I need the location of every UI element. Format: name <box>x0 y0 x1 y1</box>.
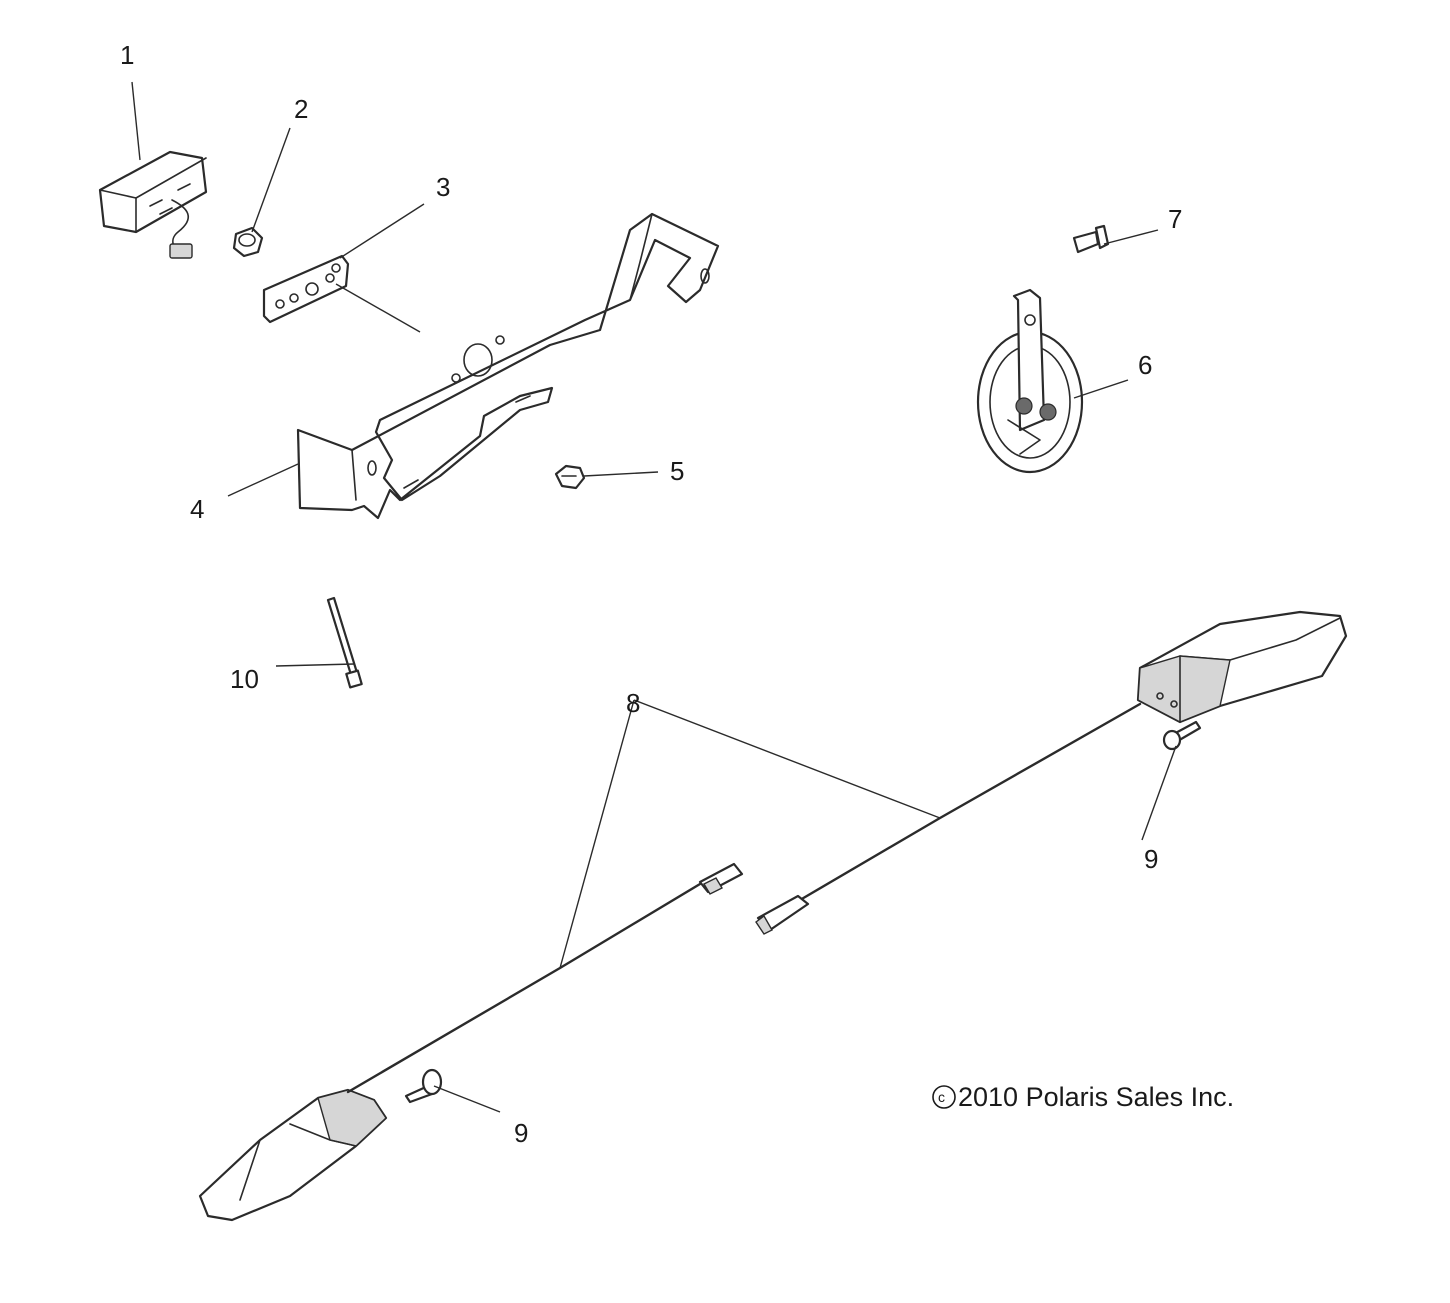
copyright-notice: c 2010 Polaris Sales Inc. <box>932 1082 1234 1112</box>
callout-1: 1 <box>120 40 134 70</box>
callout-6: 6 <box>1138 350 1152 380</box>
callout-4: 4 <box>190 494 204 524</box>
callout-5: 5 <box>670 456 684 486</box>
part-10-cable-tie <box>326 596 363 689</box>
copyright-text: 2010 Polaris Sales Inc. <box>958 1082 1234 1112</box>
leader-lines <box>131 81 1177 1113</box>
part-9-screw-lower <box>404 1068 443 1104</box>
part-9-screw-upper <box>1162 720 1202 751</box>
callout-9-upper: 9 <box>1144 844 1158 874</box>
part-4-bracket <box>296 212 720 520</box>
part-1-license-light <box>98 150 208 259</box>
callout-10: 10 <box>230 664 259 694</box>
part-8-turn-signal-left <box>198 862 744 1222</box>
part-8-turn-signal-right <box>755 610 1348 935</box>
part-5-nut <box>554 464 586 490</box>
copyright-symbol-letter: c <box>938 1089 945 1105</box>
callout-8: 8 <box>626 688 640 718</box>
part-7-screw <box>1072 224 1110 254</box>
copyright-circle <box>932 1085 956 1109</box>
callout-7: 7 <box>1168 204 1182 234</box>
callout-3: 3 <box>436 172 450 202</box>
callout-9-lower: 9 <box>514 1118 528 1148</box>
callouts: 1 2 3 4 5 6 7 8 9 9 10 <box>120 40 1182 1148</box>
part-3-plate <box>262 254 350 324</box>
part-2-spacer <box>232 226 264 258</box>
callout-2: 2 <box>294 94 308 124</box>
part-6-horn <box>976 288 1084 474</box>
